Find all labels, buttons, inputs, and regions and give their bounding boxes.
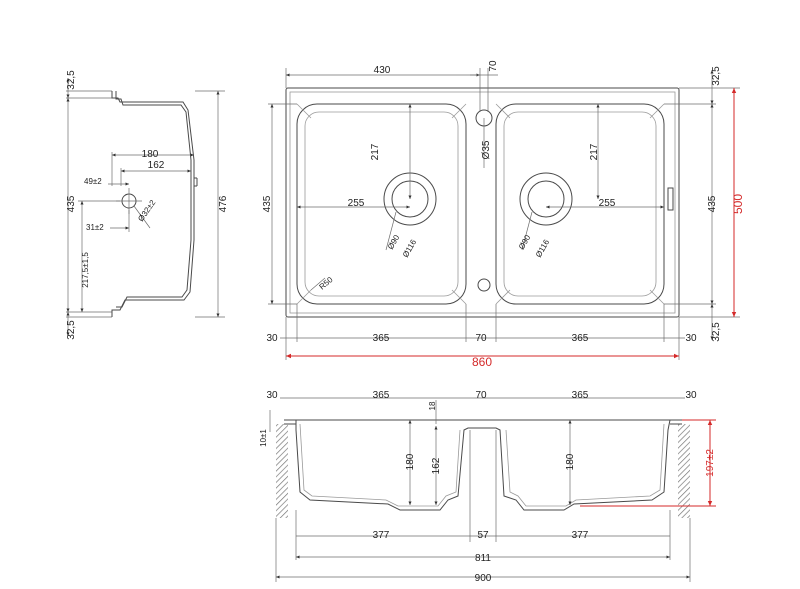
top-center-gap: 70: [488, 60, 499, 72]
top-view: 430 70 Ø35 217 217 255 255 Ø90 Ø116 Ø90 …: [262, 60, 745, 369]
drain-inner-left: Ø90: [386, 233, 402, 251]
bottom-bowl-left: 365: [373, 333, 390, 344]
corner-radius: R50: [318, 275, 335, 292]
section-bowl-left: 365: [373, 390, 390, 401]
side-width-180: 180: [142, 149, 159, 160]
section-bottom-gap: 57: [477, 530, 489, 541]
side-view: 32,5 435 32,5 476 217,5±1,5 180 162 49±2…: [66, 70, 229, 340]
section-bottom-left: 377: [373, 530, 390, 541]
overall-width: 860: [472, 355, 492, 369]
bottom-bowl-right: 365: [572, 333, 589, 344]
top-drain-y-right: 217: [589, 143, 600, 160]
bottom-margin-right: 32,5: [711, 322, 722, 342]
top-drain-x-left: 255: [348, 198, 365, 209]
section-cutout-depth: 197±2: [705, 449, 716, 477]
side-total-height: 476: [218, 195, 229, 212]
side-inner-height: 435: [66, 195, 77, 212]
section-depth-left: 180: [405, 453, 416, 470]
section-gap: 70: [475, 390, 487, 401]
drain-outer-left: Ø116: [401, 238, 419, 259]
side-top-margin: 32,5: [66, 70, 77, 90]
drain-inner-right: Ø90: [517, 233, 533, 251]
section-overall-width: 900: [475, 573, 492, 584]
section-depth-right: 180: [565, 453, 576, 470]
side-width-162: 162: [148, 160, 165, 171]
bottom-edge-right: 30: [685, 333, 697, 344]
top-drain-x-right: 255: [599, 198, 616, 209]
side-hole-offset: 49±2: [84, 177, 102, 186]
bottom-edge-left: 30: [266, 333, 278, 344]
top-drain-y-left: 217: [370, 143, 381, 160]
section-bottom-total: 811: [475, 553, 491, 564]
section-depth-inner: 162: [431, 457, 442, 474]
section-deck-thickness: 10±1: [259, 429, 268, 447]
top-bowl-width: 430: [374, 65, 391, 76]
section-rim: 18: [428, 401, 437, 410]
top-margin-right: 32,5: [711, 66, 722, 86]
overall-height: 500: [731, 194, 745, 214]
section-bowl-right: 365: [572, 390, 589, 401]
bottom-gap: 70: [475, 333, 487, 344]
top-height-right: 435: [707, 195, 718, 212]
side-bottom-margin: 32,5: [66, 320, 77, 340]
top-height-left: 435: [262, 195, 273, 212]
section-edge-right: 30: [685, 390, 697, 401]
section-bottom-right: 377: [572, 530, 589, 541]
section-edge-left: 30: [266, 390, 278, 401]
top-tap-hole: Ø35: [481, 140, 492, 159]
section-view: 30 365 70 365 30 10±1 18 180 162 180: [259, 390, 716, 584]
side-hole-height: 217,5±1,5: [81, 252, 90, 288]
drain-outer-right: Ø116: [534, 238, 552, 259]
side-hole-offset-lower: 31±2: [86, 223, 104, 232]
side-hole-diameter: Ø32±2: [136, 198, 157, 223]
